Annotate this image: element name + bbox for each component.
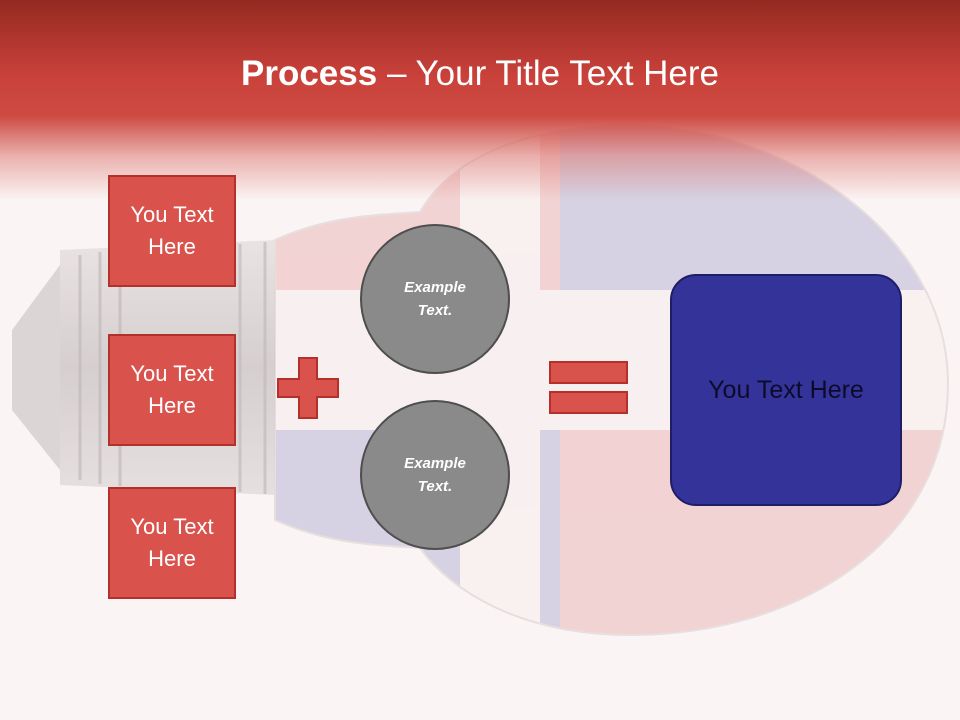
left-text-box-label: You Text Here (130, 202, 214, 259)
slide-title[interactable]: Process – Your Title Text Here (0, 50, 960, 98)
example-circle[interactable]: Example Text. (360, 224, 510, 374)
equals-icon (549, 361, 628, 414)
result-box[interactable]: You Text Here (670, 274, 902, 506)
title-bold: Process (241, 54, 378, 93)
example-circle[interactable]: Example Text. (360, 400, 510, 550)
left-text-box-label: You Text Here (130, 361, 214, 418)
example-circle-label: Example Text. (404, 279, 466, 319)
title-rest: – Your Title Text Here (377, 54, 719, 93)
left-text-box[interactable]: You Text Here (108, 334, 236, 446)
example-circle-label: Example Text. (404, 455, 466, 495)
left-text-box[interactable]: You Text Here (108, 487, 236, 599)
left-text-box[interactable]: You Text Here (108, 175, 236, 287)
plus-icon (277, 357, 339, 419)
left-text-box-label: You Text Here (130, 514, 214, 571)
result-box-label: You Text Here (708, 376, 864, 404)
title-bar (0, 0, 960, 200)
